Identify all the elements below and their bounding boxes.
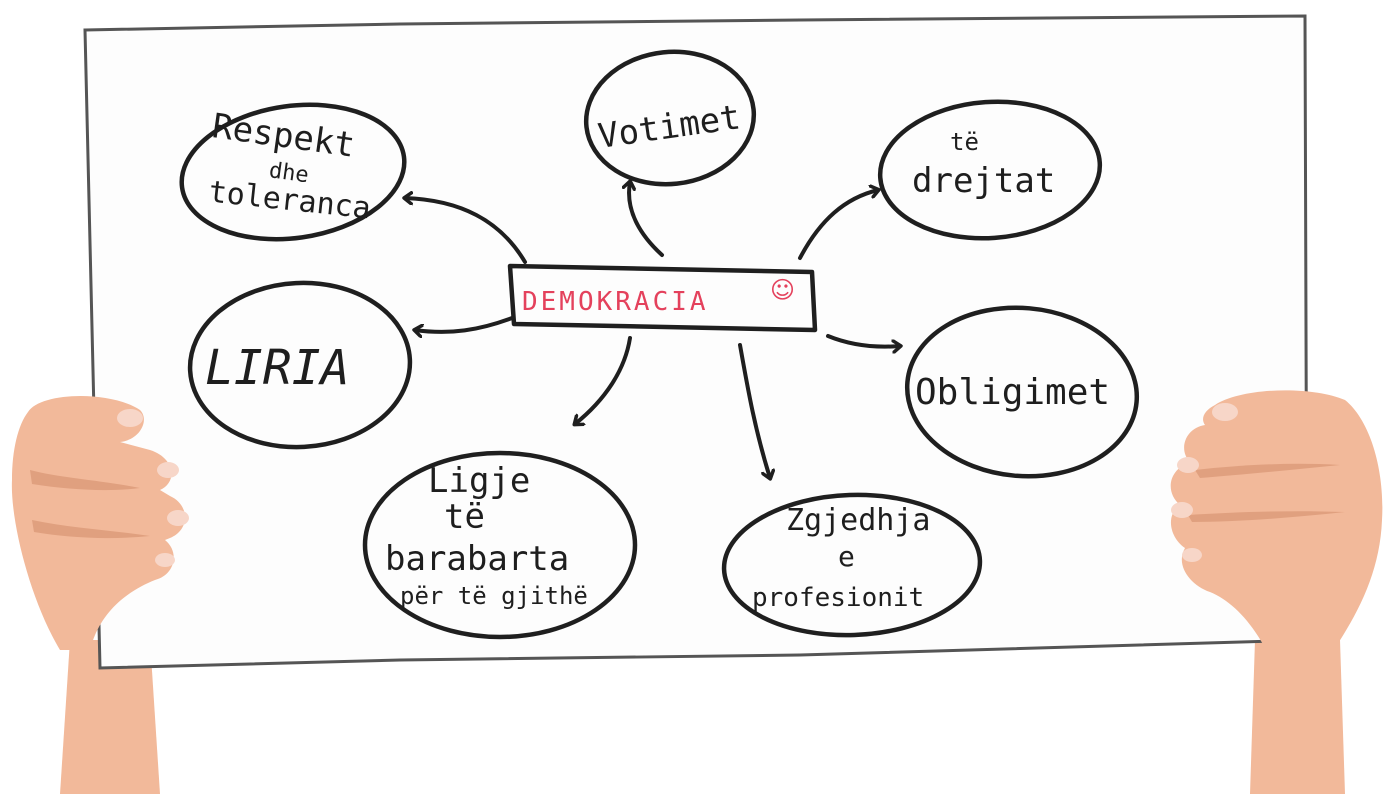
node-ligje-circle [362, 450, 638, 640]
arrow-to-obligimet [826, 334, 900, 347]
node-drejtat: të drejtat [877, 99, 1103, 241]
node-drejtat-line1: të [950, 128, 979, 156]
node-obligimet: Obligimet [904, 305, 1140, 479]
left-hand [11, 395, 189, 650]
arrow-to-respekt [405, 198, 527, 264]
center-node: DEMOKRACIA ☺ [507, 263, 818, 333]
node-ligje-line4: për të gjithë [400, 582, 588, 610]
smiley-icon: ☺ [770, 276, 795, 304]
node-respekt-circle [179, 102, 407, 242]
right-arm [1250, 640, 1345, 794]
left-arm [60, 640, 160, 794]
center-box [507, 263, 818, 333]
node-respekt-line2: dhe [267, 158, 310, 188]
node-liria-circle [187, 280, 413, 450]
arrow-to-votimet [629, 182, 664, 257]
arrow-to-drejtat [798, 190, 878, 260]
arrow-to-liria [415, 316, 514, 332]
right-hand [1170, 390, 1383, 648]
arrow-to-ligje [575, 336, 632, 424]
node-ligje-line2: të [444, 497, 485, 537]
center-label: DEMOKRACIA [522, 287, 709, 317]
node-ligje-line3: barabarta [385, 539, 569, 579]
node-ligje-line1: Ligje [428, 461, 530, 501]
node-drejtat-circle [877, 99, 1103, 241]
node-zgjedhja-line2: e [838, 540, 855, 573]
node-zgjedhja-line1: Zgjedhja [786, 503, 931, 538]
node-liria-line1: LIRIA [205, 340, 350, 396]
node-drejtat-line2: drejtat [912, 161, 1055, 201]
node-zgjedhja-circle [721, 492, 983, 638]
node-zgjedhja: Zgjedhja e profesionit [721, 492, 983, 638]
node-zgjedhja-line3: profesionit [752, 583, 924, 613]
node-obligimet-line1: Obligimet [915, 372, 1110, 413]
node-obligimet-circle [904, 305, 1140, 479]
node-liria: LIRIA [187, 280, 413, 450]
node-votimet-circle [583, 49, 757, 187]
arrow-to-zgjedhja [738, 343, 770, 478]
node-ligje: Ligje të barabarta për të gjithë [362, 450, 638, 640]
